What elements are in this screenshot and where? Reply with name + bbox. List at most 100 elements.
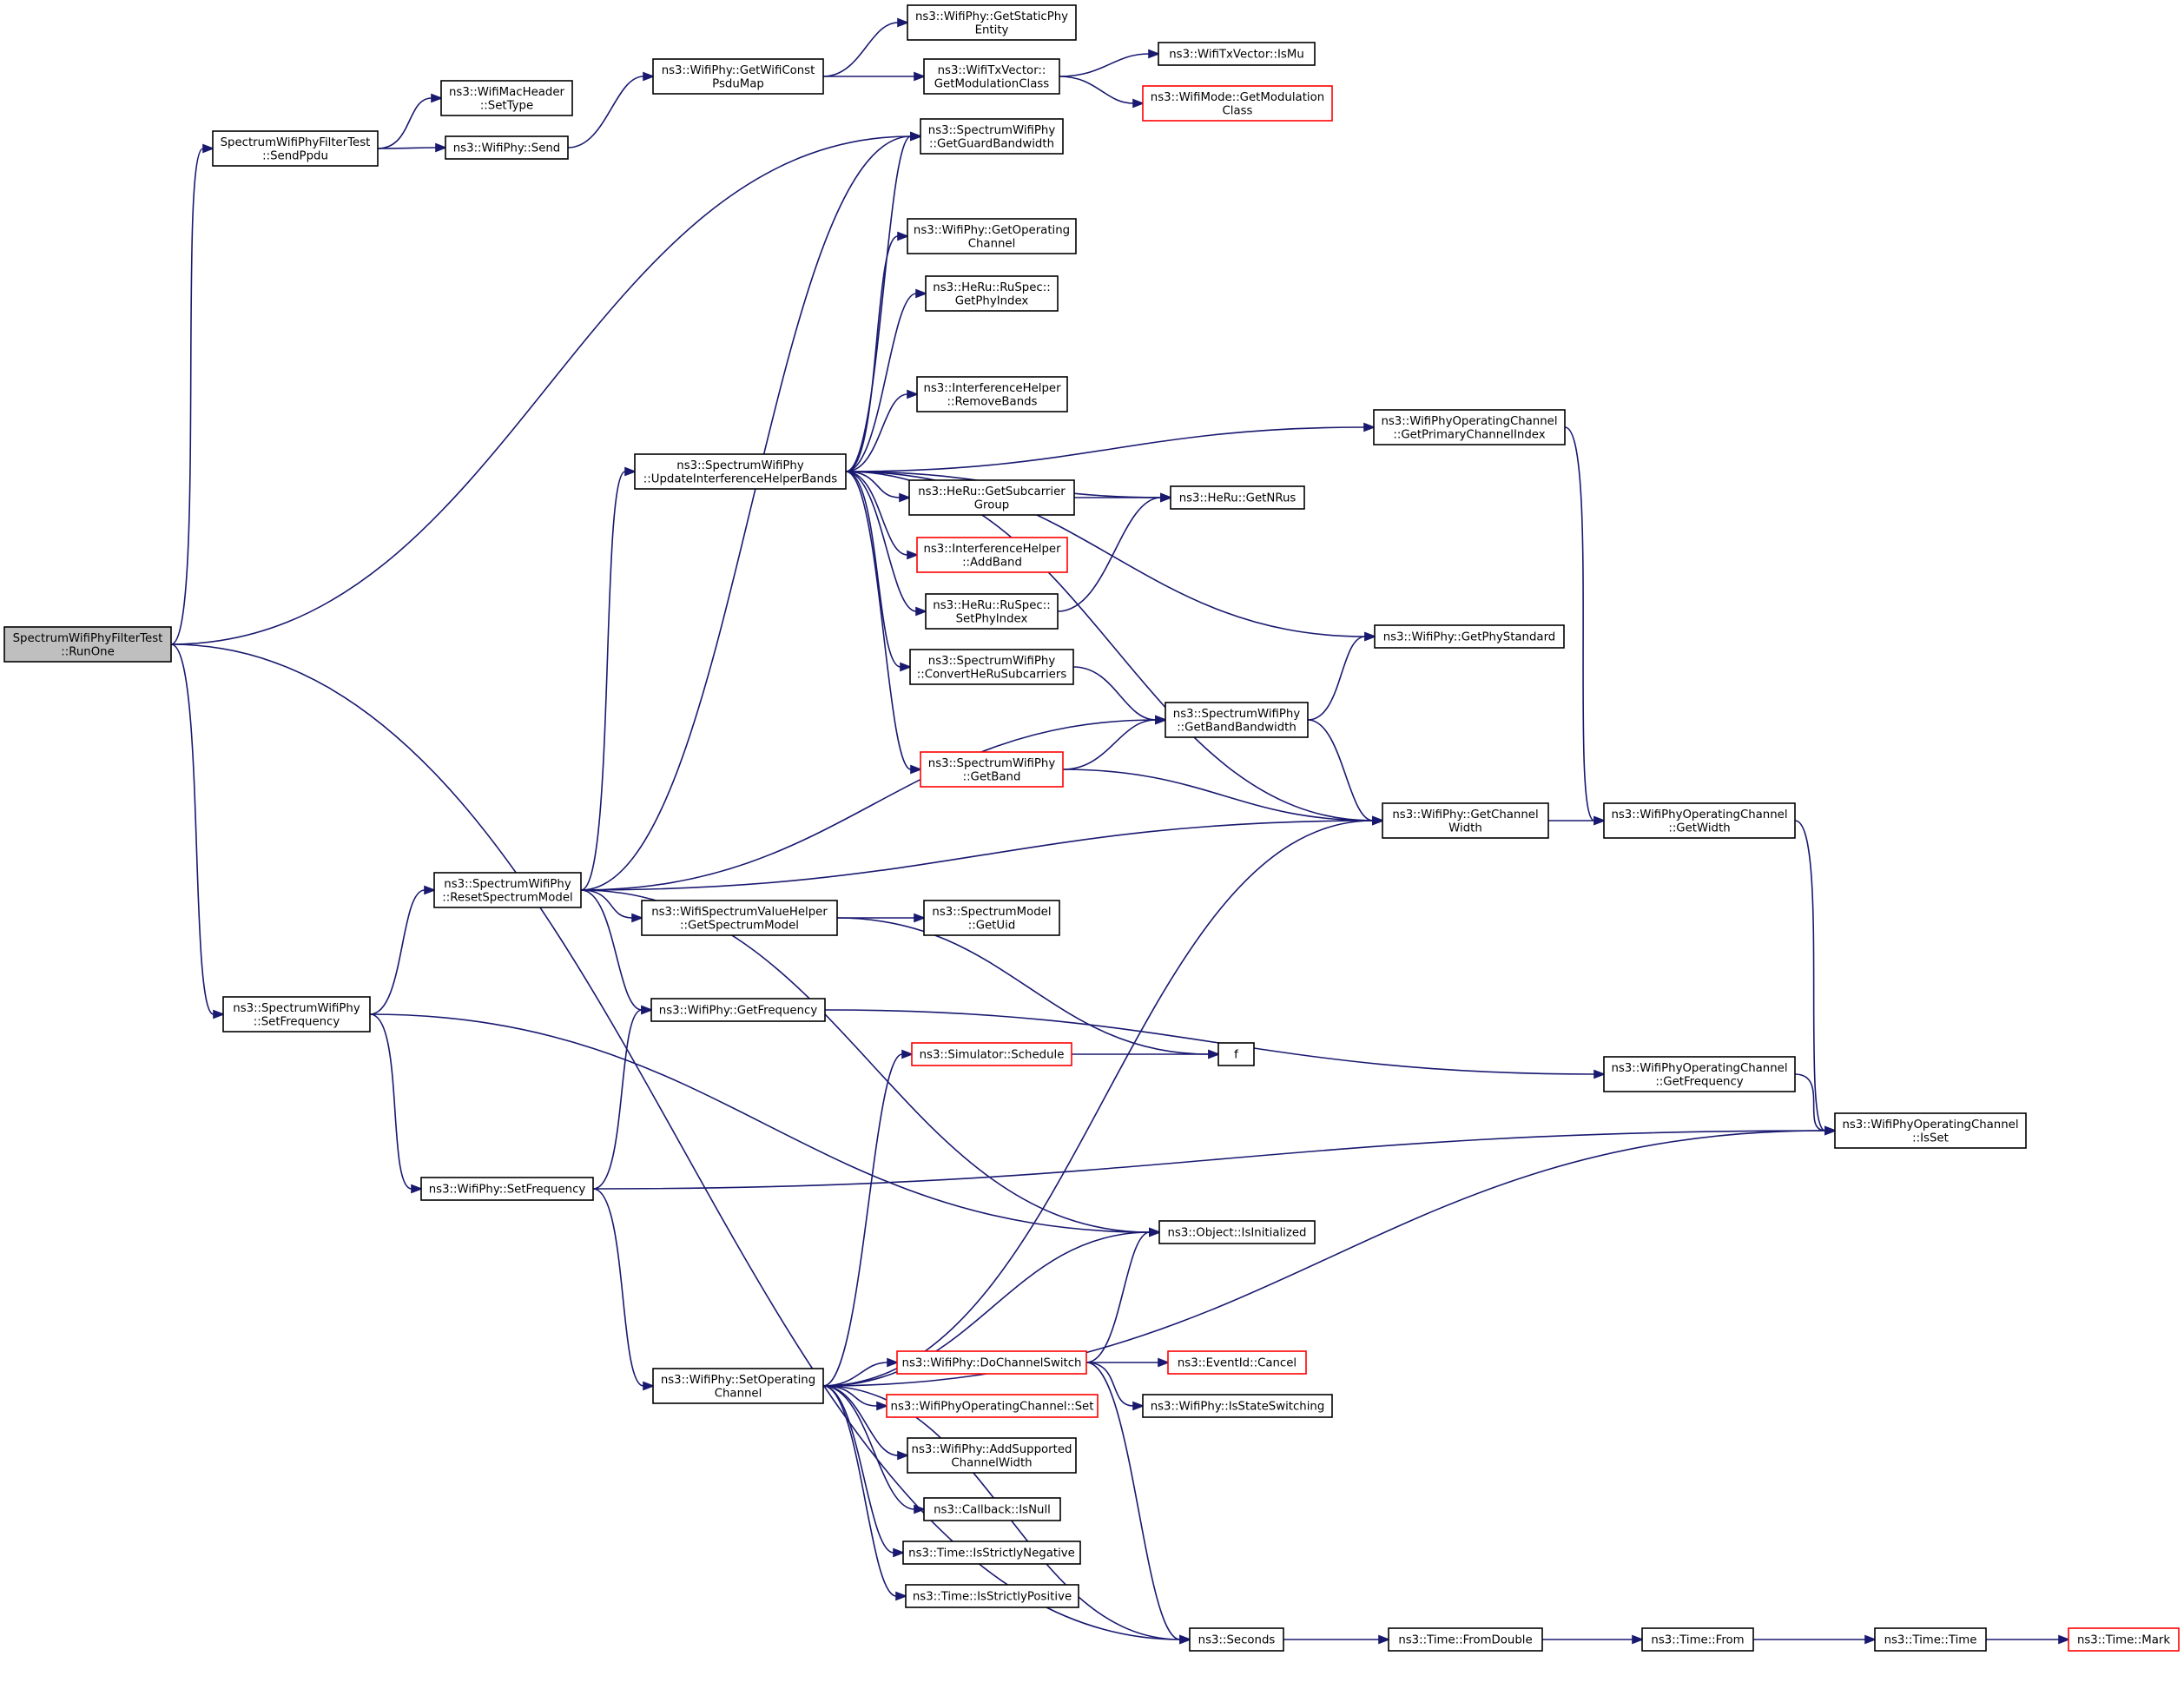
function-node-runone[interactable]: SpectrumWifiPhyFilterTest::RunOne — [3, 626, 172, 663]
edge-line — [845, 293, 917, 472]
function-node-convertherusubcarriers[interactable]: ns3::SpectrumWifiPhy::ConvertHeRuSubcarr… — [909, 649, 1074, 685]
function-node-wifiphy_send[interactable]: ns3::WifiPhy::Send — [445, 135, 569, 160]
function-node-ruspec_setphyindex[interactable]: ns3::HeRu::RuSpec::SetPhyIndex — [925, 593, 1059, 630]
node-label-line: ns3::Seconds — [1198, 1634, 1276, 1647]
function-node-opchannel_getfrequency[interactable]: ns3::WifiPhyOperatingChannel::GetFrequen… — [1603, 1056, 1796, 1092]
function-node-resetspectrummodel[interactable]: ns3::SpectrumWifiPhy::ResetSpectrumModel — [433, 872, 582, 908]
function-node-isstrictlypositive[interactable]: ns3::Time::IsStrictlyPositive — [905, 1584, 1079, 1608]
function-node-txvector_ismu[interactable]: ns3::WifiTxVector::IsMu — [1158, 42, 1316, 66]
edge-setoperatingchannel-to-callback_isnull — [822, 1385, 927, 1514]
edge-arrowhead — [899, 492, 912, 503]
node-box — [1189, 1627, 1284, 1652]
node-label-line: ns3::Time::IsStrictlyNegative — [908, 1547, 1075, 1560]
function-node-spectrumwifiphy_setfrequency[interactable]: ns3::SpectrumWifiPhy::SetFrequency — [222, 996, 371, 1033]
node-box — [1158, 1220, 1316, 1244]
edge-line — [580, 889, 643, 1011]
node-box — [420, 1177, 594, 1201]
edge-line — [592, 1009, 643, 1190]
node-label-line: ::GetBand — [963, 770, 1021, 783]
function-node-isstrictlynegative[interactable]: ns3::Time::IsStrictlyNegative — [902, 1541, 1081, 1565]
edge-line — [580, 471, 626, 891]
edge-resetspectrummodel-to-updateinterference — [580, 466, 637, 891]
edge-getwificonstpsdumap-to-txvector_getmodclass — [822, 71, 927, 82]
function-node-ruspec_getphyindex[interactable]: ns3::HeRu::RuSpec::GetPhyIndex — [925, 275, 1059, 312]
node-box — [1388, 1627, 1543, 1652]
function-node-opchannel_set[interactable]: ns3::WifiPhyOperatingChannel::Set — [886, 1394, 1099, 1418]
function-node-addband[interactable]: ns3::InterferenceHelper::AddBand — [916, 537, 1068, 573]
node-label-line: ns3::HeRu::GetSubcarrier — [918, 485, 1066, 498]
node-box — [920, 751, 1064, 788]
node-label-line: ns3::Time::FromDouble — [1398, 1634, 1532, 1647]
node-box — [1142, 1394, 1333, 1418]
edge-setoperatingchannel-to-isstrictlynegative — [822, 1385, 906, 1558]
node-box — [916, 376, 1068, 412]
edge-arrowhead — [1372, 815, 1385, 826]
function-node-getprimarychannelindex[interactable]: ns3::WifiPhyOperatingChannel::GetPrimary… — [1373, 409, 1566, 445]
edge-line — [845, 471, 912, 770]
node-box — [911, 1042, 1072, 1066]
function-node-removebands[interactable]: ns3::InterferenceHelper::RemoveBands — [916, 376, 1068, 412]
node-label-line: ::ResetSpectrumModel — [442, 891, 572, 904]
edge-wifiphy_getfrequency-to-opchannel_getfrequency — [824, 1009, 1607, 1079]
node-label-line: ::RunOne — [61, 645, 115, 658]
node-box — [920, 118, 1064, 155]
edge-arrowhead — [1364, 631, 1377, 642]
edge-wifiphy_send-to-getwificonstpsdumap — [567, 71, 656, 148]
function-node-fromdouble[interactable]: ns3::Time::FromDouble — [1388, 1627, 1543, 1652]
function-node-updateinterference[interactable]: ns3::SpectrumWifiPhy::UpdateInterference… — [634, 453, 847, 490]
function-node-time_from[interactable]: ns3::Time::From — [1641, 1627, 1754, 1652]
node-label-line: ::ConvertHeRuSubcarriers — [917, 668, 1067, 681]
function-node-macheader_settype[interactable]: ns3::WifiMacHeader::SetType — [440, 80, 573, 116]
edge-line — [1059, 53, 1150, 77]
node-label-line: ns3::WifiMode::GetModulation — [1151, 91, 1324, 104]
node-label-line: ns3::WifiPhy::GetFrequency — [659, 1005, 818, 1018]
node-box — [212, 130, 379, 167]
function-node-getguardbandwidth[interactable]: ns3::SpectrumWifiPhy::GetGuardBandwidth — [920, 118, 1064, 155]
node-label-line: ns3::SpectrumWifiPhy — [676, 459, 804, 472]
function-node-dochannelswitch[interactable]: ns3::WifiPhy::DoChannelSwitch — [896, 1350, 1087, 1375]
edge-arrowhead — [1132, 98, 1145, 109]
function-node-sendppdu[interactable]: SpectrumWifiPhyFilterTest::SendPpdu — [212, 130, 379, 167]
node-label-line: ns3::WifiPhy::SetFrequency — [429, 1184, 586, 1197]
function-node-isinitialized[interactable]: ns3::Object::IsInitialized — [1158, 1220, 1316, 1244]
function-node-opchannel_isset[interactable]: ns3::WifiPhyOperatingChannel::IsSet — [1834, 1112, 2027, 1149]
function-node-wifiphy_getfrequency[interactable]: ns3::WifiPhy::GetFrequency — [650, 998, 826, 1022]
function-node-callback_isnull[interactable]: ns3::Callback::IsNull — [923, 1497, 1061, 1521]
function-node-getband[interactable]: ns3::SpectrumWifiPhy::GetBand — [920, 751, 1064, 788]
function-node-txvector_getmodclass[interactable]: ns3::WifiTxVector::GetModulationClass — [923, 58, 1060, 95]
edge-dochannelswitch-to-isstateswitching — [1085, 1362, 1145, 1411]
function-node-getbandbandwidth[interactable]: ns3::SpectrumWifiPhy::GetBandBandwidth — [1165, 702, 1309, 738]
node-label-line: ::AddBand — [962, 556, 1022, 569]
function-node-spectrummodel_getuid[interactable]: ns3::SpectrumModel::GetUid — [923, 900, 1060, 936]
function-node-time_mark[interactable]: ns3::Time::Mark — [2068, 1627, 2180, 1652]
function-node-wifimode_getmodclass[interactable]: ns3::WifiMode::GetModulationClass — [1142, 85, 1333, 122]
function-node-wifiphy_setfrequency[interactable]: ns3::WifiPhy::SetFrequency — [420, 1177, 594, 1201]
function-node-getphystandard[interactable]: ns3::WifiPhy::GetPhyStandard — [1374, 624, 1565, 649]
node-label-line: ns3::WifiPhyOperatingChannel — [1842, 1118, 2018, 1131]
edge-line — [845, 426, 1365, 472]
function-node-f[interactable]: f — [1217, 1042, 1255, 1066]
function-node-seconds[interactable]: ns3::Seconds — [1189, 1627, 1284, 1652]
node-box — [634, 453, 847, 490]
node-box — [652, 1368, 824, 1404]
function-node-getspectrummodel[interactable]: ns3::WifiSpectrumValueHelper::GetSpectru… — [641, 900, 838, 936]
node-box — [1217, 1042, 1255, 1066]
function-node-isstateswitching[interactable]: ns3::WifiPhy::IsStateSwitching — [1142, 1394, 1333, 1418]
edge-arrowhead — [1378, 1634, 1391, 1645]
function-node-time_time[interactable]: ns3::Time::Time — [1874, 1627, 1987, 1652]
function-node-eventid_cancel[interactable]: ns3::EventId::Cancel — [1167, 1350, 1307, 1375]
node-box — [641, 900, 838, 936]
function-node-getnrus[interactable]: ns3::HeRu::GetNRus — [1170, 485, 1305, 510]
edge-arrowhead — [1155, 715, 1168, 725]
edge-resetspectrummodel-to-getguardbandwidth — [580, 131, 923, 891]
function-node-opchannel_getwidth[interactable]: ns3::WifiPhyOperatingChannel::GetWidth — [1603, 802, 1796, 839]
node-label-line: ns3::Callback::IsNull — [934, 1504, 1051, 1517]
function-node-simulator_schedule[interactable]: ns3::Simulator::Schedule — [911, 1042, 1072, 1066]
